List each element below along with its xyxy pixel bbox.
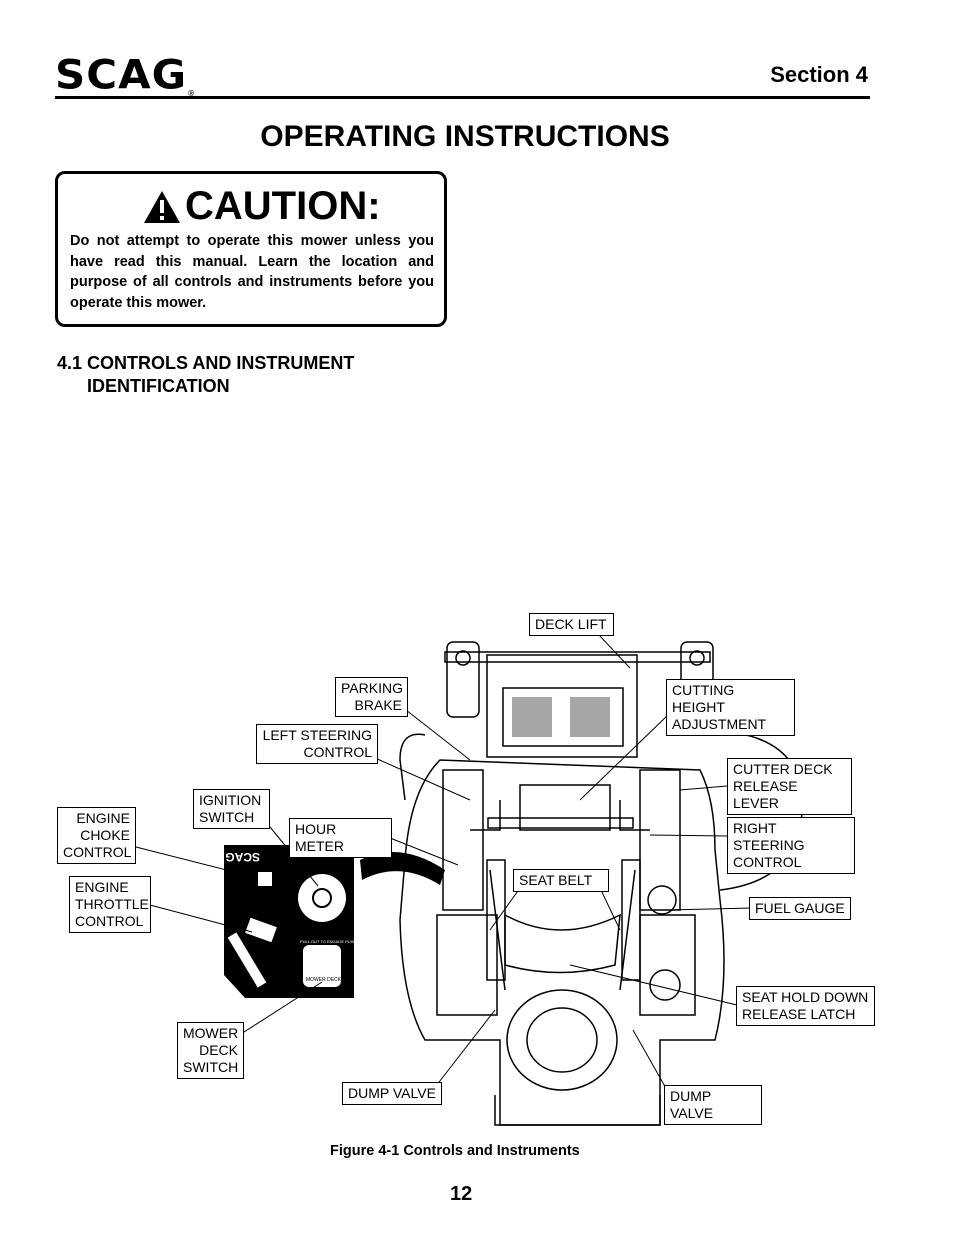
control-panel-inset: SCAG PULL OUT TO ENGAGE PUSH IN TO DISEN…: [224, 845, 393, 998]
left-rear-tire: [446, 641, 480, 718]
page-number: 12: [450, 1183, 473, 1205]
callout-deck-lift: DECK LIFT: [529, 613, 614, 636]
callout-engine-choke: ENGINE CHOKE CONTROL: [57, 807, 136, 864]
callout-hour-meter: HOUR METER: [289, 818, 392, 858]
header-rule: [55, 96, 870, 99]
callout-seat-belt: SEAT BELT: [513, 869, 609, 892]
callout-ignition-switch: IGNITION SWITCH: [193, 789, 270, 829]
panel-deck-text: MOWER DECK: [306, 977, 342, 983]
callout-dump-valve-left: DUMP VALVE: [342, 1082, 442, 1105]
callout-dump-valve-right: DUMP VALVE: [664, 1085, 762, 1125]
callout-cutting-height: CUTTING HEIGHT ADJUSTMENT: [666, 679, 795, 736]
callout-engine-throttle: ENGINE THROTTLE CONTROL: [69, 876, 151, 933]
callout-right-steering: RIGHT STEERING CONTROL: [727, 817, 855, 874]
subsection-line1: 4.1 CONTROLS AND INSTRUMENT: [57, 353, 355, 373]
caution-body: Do not attempt to operate this mower unl…: [70, 233, 434, 311]
caution-heading-text: CAUTION:: [185, 184, 381, 228]
page-title: OPERATING INSTRUCTIONS: [260, 120, 670, 153]
figure-caption: Figure 4-1 Controls and Instruments: [330, 1143, 580, 1159]
callout-seat-hold-down: SEAT HOLD DOWN RELEASE LATCH: [736, 986, 875, 1026]
panel-pto-text: PULL OUT TO ENGAGE PUSH IN TO DISENGAGE: [300, 939, 393, 944]
callout-fuel-gauge: FUEL GAUGE: [749, 897, 851, 920]
panel-logo: SCAG: [225, 850, 260, 864]
callout-mower-deck-switch: MOWER DECK SWITCH: [177, 1022, 244, 1079]
callout-cutter-deck-release: CUTTER DECK RELEASE LEVER: [727, 758, 852, 815]
callout-left-steering: LEFT STEERING CONTROL: [256, 724, 378, 764]
section-label: Section 4: [770, 62, 868, 87]
warning-triangle-icon: [144, 190, 180, 223]
pointer-arrow: [360, 852, 445, 885]
subsection-heading: 4.1 CONTROLS AND INSTRUMENT IDENTIFICATI…: [57, 352, 354, 398]
subsection-line2: IDENTIFICATION: [87, 376, 230, 396]
scag-logo: SCAG®: [55, 51, 197, 98]
caution-box: CAUTION: Do not attempt to operate this …: [55, 171, 447, 327]
caution-heading: CAUTION:: [143, 184, 381, 229]
callout-parking-brake: PARKING BRAKE: [335, 677, 408, 717]
logo-text: SCAG: [55, 51, 188, 98]
